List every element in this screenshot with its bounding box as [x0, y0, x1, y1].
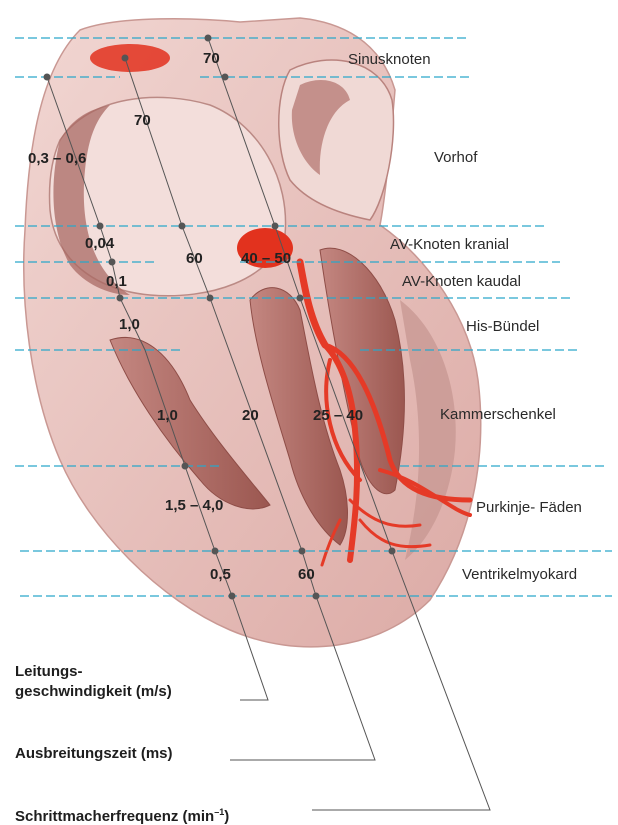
legend-rate-text: Schrittmacherfrequenz (min [15, 808, 214, 825]
label-av-kaudal: AV-Knoten kaudal [402, 273, 521, 291]
label-av-kranial: AV-Knoten kranial [390, 236, 509, 254]
value-av-kranial-speed: 0,04 [85, 235, 114, 253]
value-his-speed: 1,0 [119, 316, 140, 334]
value-ventrikel-time: 60 [298, 566, 315, 584]
value-kammer-time: 20 [242, 407, 259, 425]
legend-time: Ausbreitungszeit (ms) [15, 745, 173, 763]
label-purkinje: Purkinje- Fäden [476, 499, 582, 517]
value-sinus-time: 70 [134, 112, 151, 130]
label-ventrikel: Ventrikelmyokard [462, 566, 577, 584]
sinus-node [90, 44, 170, 72]
value-sinus-rate: 70 [203, 50, 220, 68]
legend-rate-close: ) [224, 808, 229, 825]
value-ventrikel-speed: 0,5 [210, 566, 231, 584]
value-av-rate: 40 – 50 [241, 250, 291, 268]
value-kammer-speed: 1,0 [157, 407, 178, 425]
legend-speed-line2: geschwindigkeit (m/s) [15, 683, 172, 701]
value-vorhof-speed: 0,3 – 0,6 [28, 150, 86, 168]
label-vorhof: Vorhof [434, 149, 477, 167]
value-av-kranial-time: 60 [186, 250, 203, 268]
value-purkinje-speed: 1,5 – 4,0 [165, 497, 223, 515]
label-sinusknoten: Sinusknoten [348, 51, 431, 69]
value-av-kaudal-speed: 0,1 [106, 273, 127, 291]
legend-rate-sup: –1 [214, 807, 224, 817]
legend-rate: Schrittmacherfrequenz (min–1) [15, 803, 229, 825]
label-his: His-Bündel [466, 318, 539, 336]
label-kammerschenkel: Kammerschenkel [440, 406, 556, 424]
legend-speed-line1: Leitungs- [15, 663, 83, 681]
value-kammer-rate: 25 – 40 [313, 407, 363, 425]
